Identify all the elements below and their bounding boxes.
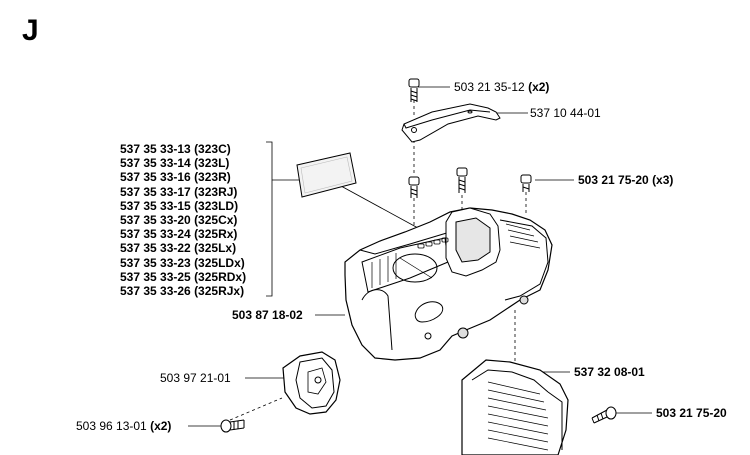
label-screw-lower: 503 96 13-01 (x2)	[76, 419, 171, 433]
screw-left-icon	[408, 176, 420, 198]
decal-variant: 537 35 33-20 (325Cx)	[120, 212, 238, 227]
decal-variant: 537 35 33-25 (325RDx)	[120, 269, 247, 284]
screw-lower-quantity: (x2)	[150, 419, 172, 433]
bolt-top-part-number: 503 21 35-12	[454, 80, 525, 94]
engine-housing-icon	[344, 207, 553, 361]
decal-variant: 537 35 33-16 (323R)	[120, 170, 231, 185]
decal-icon	[296, 152, 357, 198]
label-cover-plate: 537 32 08-01	[574, 365, 645, 379]
decal-variant: 537 35 33-22 (325Lx)	[120, 241, 237, 256]
label-air-cover: 503 97 21-01	[160, 371, 231, 385]
decal-variant-list: 537 35 33-13 (323C) 537 35 33-14 (323L) …	[120, 142, 246, 298]
screw-lower-part-number: 503 96 13-01	[76, 419, 147, 433]
decal-variant: 537 35 33-15 (323LD)	[120, 198, 239, 213]
decal-variant: 537 35 33-14 (323L)	[120, 156, 230, 171]
screw-bottom-right-icon	[591, 406, 617, 424]
bolt-top-quantity: (x2)	[528, 80, 550, 94]
screw-right-icon	[520, 174, 532, 192]
cover-plate-icon	[461, 359, 569, 455]
label-housing: 503 87 18-02	[232, 308, 303, 322]
decal-variant: 537 35 33-24 (325Rx)	[120, 227, 238, 242]
top-bracket-icon	[401, 103, 501, 143]
label-bolt-top: 503 21 35-12 (x2)	[454, 80, 549, 94]
section-letter: J	[22, 14, 39, 47]
label-screw-bottom-right: 503 21 75-20	[656, 406, 727, 420]
air-cover-icon	[282, 351, 341, 415]
decal-variant: 537 35 33-17 (323RJ)	[120, 184, 238, 199]
decal-variant: 537 35 33-26 (325RJx)	[120, 283, 245, 298]
bolt-top-icon	[408, 78, 420, 102]
screw-lower-left-icon	[220, 419, 245, 433]
label-top-bracket: 537 10 44-01	[530, 106, 601, 120]
decal-variant: 537 35 33-23 (325LDx)	[120, 255, 245, 270]
screw-mid-icon	[456, 167, 468, 193]
label-screw-right: 503 21 75-20 (x3)	[578, 173, 674, 187]
decal-variant: 537 35 33-13 (323C)	[120, 142, 231, 156]
